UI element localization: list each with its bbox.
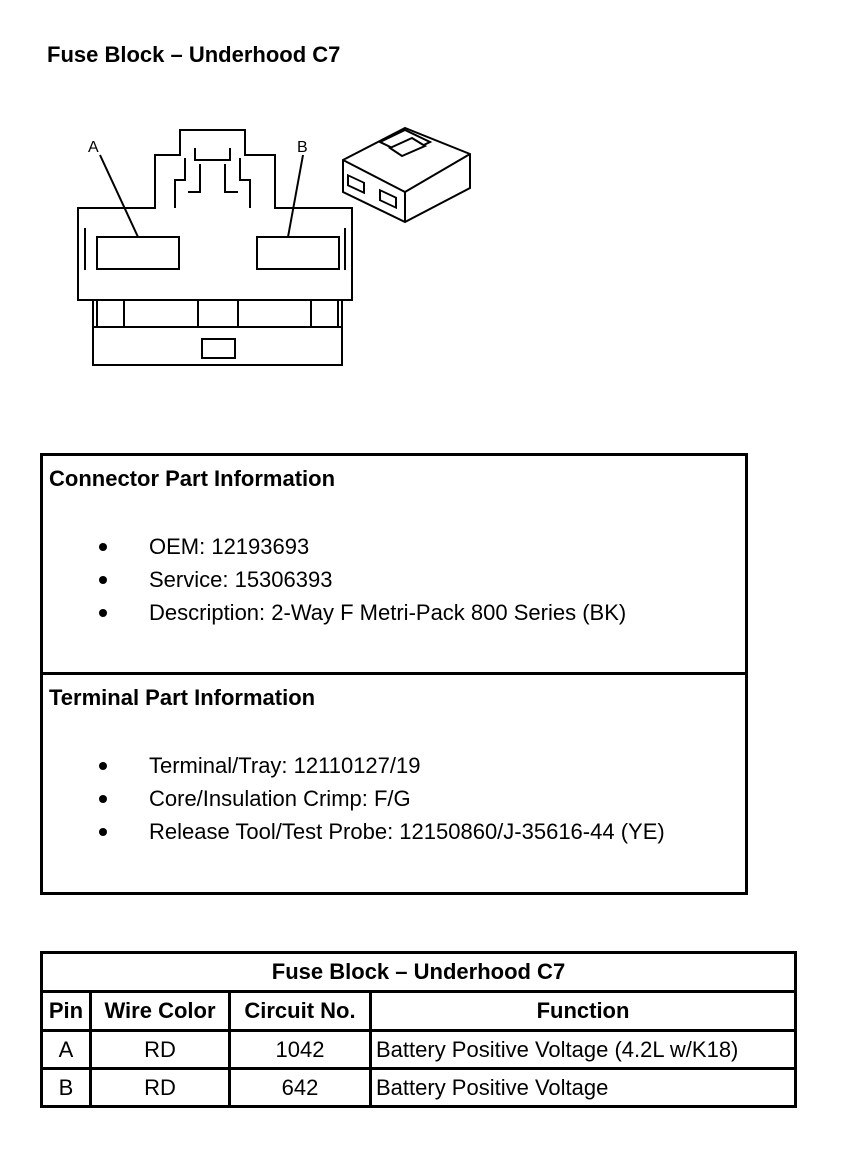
- table-row: B RD 642 Battery Positive Voltage: [40, 1067, 797, 1108]
- function-cell: Battery Positive Voltage (4.2L w/K18): [369, 1029, 797, 1070]
- pin-table-caption: Fuse Block – Underhood C7: [40, 951, 797, 993]
- column-header-wire-color: Wire Color: [89, 990, 231, 1032]
- function-cell: Battery Positive Voltage: [369, 1067, 797, 1108]
- list-item: Release Tool/Test Probe: 12150860/J-3561…: [43, 819, 665, 852]
- bullet-icon: [99, 609, 107, 617]
- connector-diagram: A B: [77, 126, 471, 366]
- bullet-icon: [99, 828, 107, 836]
- terminal-part-heading: Terminal Part Information: [49, 685, 316, 710]
- pin-cell: B: [40, 1067, 92, 1108]
- list-item: Service: 15306393: [43, 567, 626, 600]
- wire-color-cell: RD: [89, 1029, 231, 1070]
- pin-label-b: B: [297, 139, 308, 156]
- column-header-circuit: Circuit No.: [228, 990, 372, 1032]
- connector-part-section: Connector Part Information OEM: 12193693…: [43, 456, 745, 675]
- connector-part-heading: Connector Part Information: [49, 466, 336, 491]
- list-item: Description: 2-Way F Metri-Pack 800 Seri…: [43, 600, 626, 633]
- pin-label-a: A: [88, 139, 99, 156]
- pin-table: Fuse Block – Underhood C7 Pin Wire Color…: [40, 951, 797, 1108]
- list-item: OEM: 12193693: [43, 534, 626, 567]
- list-item: Core/Insulation Crimp: F/G: [43, 786, 665, 819]
- wire-color-cell: RD: [89, 1067, 231, 1108]
- bullet-icon: [99, 543, 107, 551]
- column-header-pin: Pin: [40, 990, 92, 1032]
- table-row: A RD 1042 Battery Positive Voltage (4.2L…: [40, 1029, 797, 1070]
- column-header-function: Function: [369, 990, 797, 1032]
- circuit-cell: 1042: [228, 1029, 372, 1070]
- bullet-icon: [99, 795, 107, 803]
- terminal-part-section: Terminal Part Information Terminal/Tray:…: [43, 675, 745, 892]
- bullet-icon: [99, 576, 107, 584]
- connector-part-list: OEM: 12193693 Service: 15306393 Descript…: [43, 534, 626, 633]
- part-info-box: Connector Part Information OEM: 12193693…: [40, 453, 748, 895]
- terminal-part-list: Terminal/Tray: 12110127/19 Core/Insulati…: [43, 753, 665, 852]
- bullet-icon: [99, 762, 107, 770]
- pin-cell: A: [40, 1029, 92, 1070]
- circuit-cell: 642: [228, 1067, 372, 1108]
- list-item: Terminal/Tray: 12110127/19: [43, 753, 665, 786]
- page-title: Fuse Block – Underhood C7: [47, 42, 341, 67]
